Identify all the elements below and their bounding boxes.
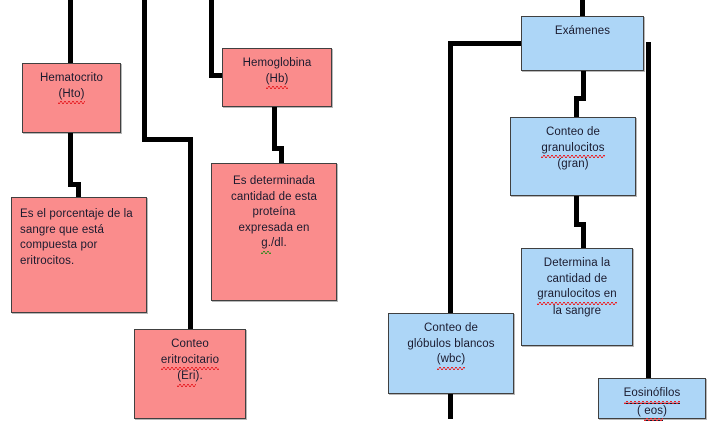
node-hematocrito-line2: (Hto) [58, 87, 84, 104]
node-conteo-granulocitos-line3: (gran) [557, 158, 588, 170]
node-granulocitos-description-line2: cantidad de [547, 273, 608, 285]
connector-mid-to-conteo-eritrocitario [188, 137, 193, 331]
node-hemoglobina-description-unit-prefix: g. [261, 236, 271, 253]
connector-wbc-down [448, 392, 453, 419]
connector-hemoglobina-down-a [272, 106, 277, 150]
node-granulocitos-description[interactable]: Determina la cantidad de granulocitos en… [521, 248, 633, 346]
node-hemoglobina[interactable]: Hemoglobina (Hb) [222, 48, 332, 107]
node-conteo-globulos-blancos[interactable]: Conteo de glóbulos blancos (wbc) [388, 313, 514, 394]
node-conteo-granulocitos-line1: Conteo de [546, 126, 600, 138]
node-conteo-eritrocitario-line3b: ). [196, 370, 203, 382]
node-hematocrito[interactable]: Hematocrito (Hto) [22, 63, 121, 133]
node-hemoglobina-description-line3: proteína [253, 206, 296, 218]
node-conteo-eritrocitario-line1: Conteo [171, 338, 209, 350]
node-conteo-eritrocitario[interactable]: Conteo eritrocitario (Eri). [134, 329, 246, 419]
node-hematocrito-description-text: Es el porcentaje de la sangre que está c… [20, 207, 140, 269]
node-hematocrito-line1: Hematocrito [40, 72, 103, 84]
node-eosinofilos-line2c: ) [663, 405, 667, 417]
node-hemoglobina-line2: (Hb) [266, 72, 289, 89]
connector-examenes-left-horizontal [448, 41, 524, 46]
connector-examenes-down-b [574, 96, 579, 119]
node-eosinofilos-line2b: eos [644, 404, 663, 421]
node-conteo-globulos-blancos-line2: glóbulos blancos [407, 338, 494, 350]
node-granulocitos-description-line3: granulocitos en [537, 287, 617, 304]
node-eosinofilos-line2a: ( [637, 405, 644, 417]
node-granulocitos-description-line1: Determina la [544, 257, 610, 269]
node-examenes[interactable]: Exámenes [521, 16, 644, 71]
node-conteo-eritrocitario-line3a: (Eri [177, 369, 195, 386]
node-examenes-label: Exámenes [527, 24, 638, 40]
connector-hematocrito-down-a [68, 131, 73, 186]
node-granulocitos-description-line4: la sangre [553, 305, 601, 317]
node-hemoglobina-description-line1: Es determinada [233, 175, 315, 187]
connector-top-right-vertical [209, 0, 214, 78]
node-conteo-granulocitos-line2: granulocitos [541, 141, 604, 158]
connector-top-to-hematocrito [68, 0, 73, 64]
node-conteo-eritrocitario-line2: eritrocitario [161, 353, 219, 370]
node-eosinofilos-line1: Eosinófilos [624, 386, 681, 404]
connector-granulocitos-down-b [581, 222, 586, 250]
node-hemoglobina-line1: Hemoglobina [243, 57, 312, 69]
connector-examenes-left-vertical [448, 41, 453, 315]
node-hemoglobina-description-unit-suffix: /dl. [271, 237, 287, 249]
node-hemoglobina-description-line2: cantidad de esta [231, 191, 317, 203]
node-hemoglobina-description[interactable]: Es determinada cantidad de esta proteína… [211, 163, 337, 301]
connector-examenes-right-vertical [646, 42, 651, 380]
node-conteo-globulos-blancos-line3: (wbc) [437, 352, 466, 369]
connector-top-mid-vertical [142, 0, 147, 142]
node-hematocrito-description[interactable]: Es el porcentaje de la sangre que está c… [11, 197, 147, 313]
connector-mid-jog-horizontal [142, 137, 193, 142]
node-hemoglobina-description-line4: expresada en [239, 222, 310, 234]
node-conteo-globulos-blancos-line1: Conteo de [424, 322, 478, 334]
node-conteo-granulocitos[interactable]: Conteo de granulocitos (gran) [510, 117, 636, 196]
node-eosinofilos[interactable]: Eosinófilos ( eos) [598, 378, 706, 419]
